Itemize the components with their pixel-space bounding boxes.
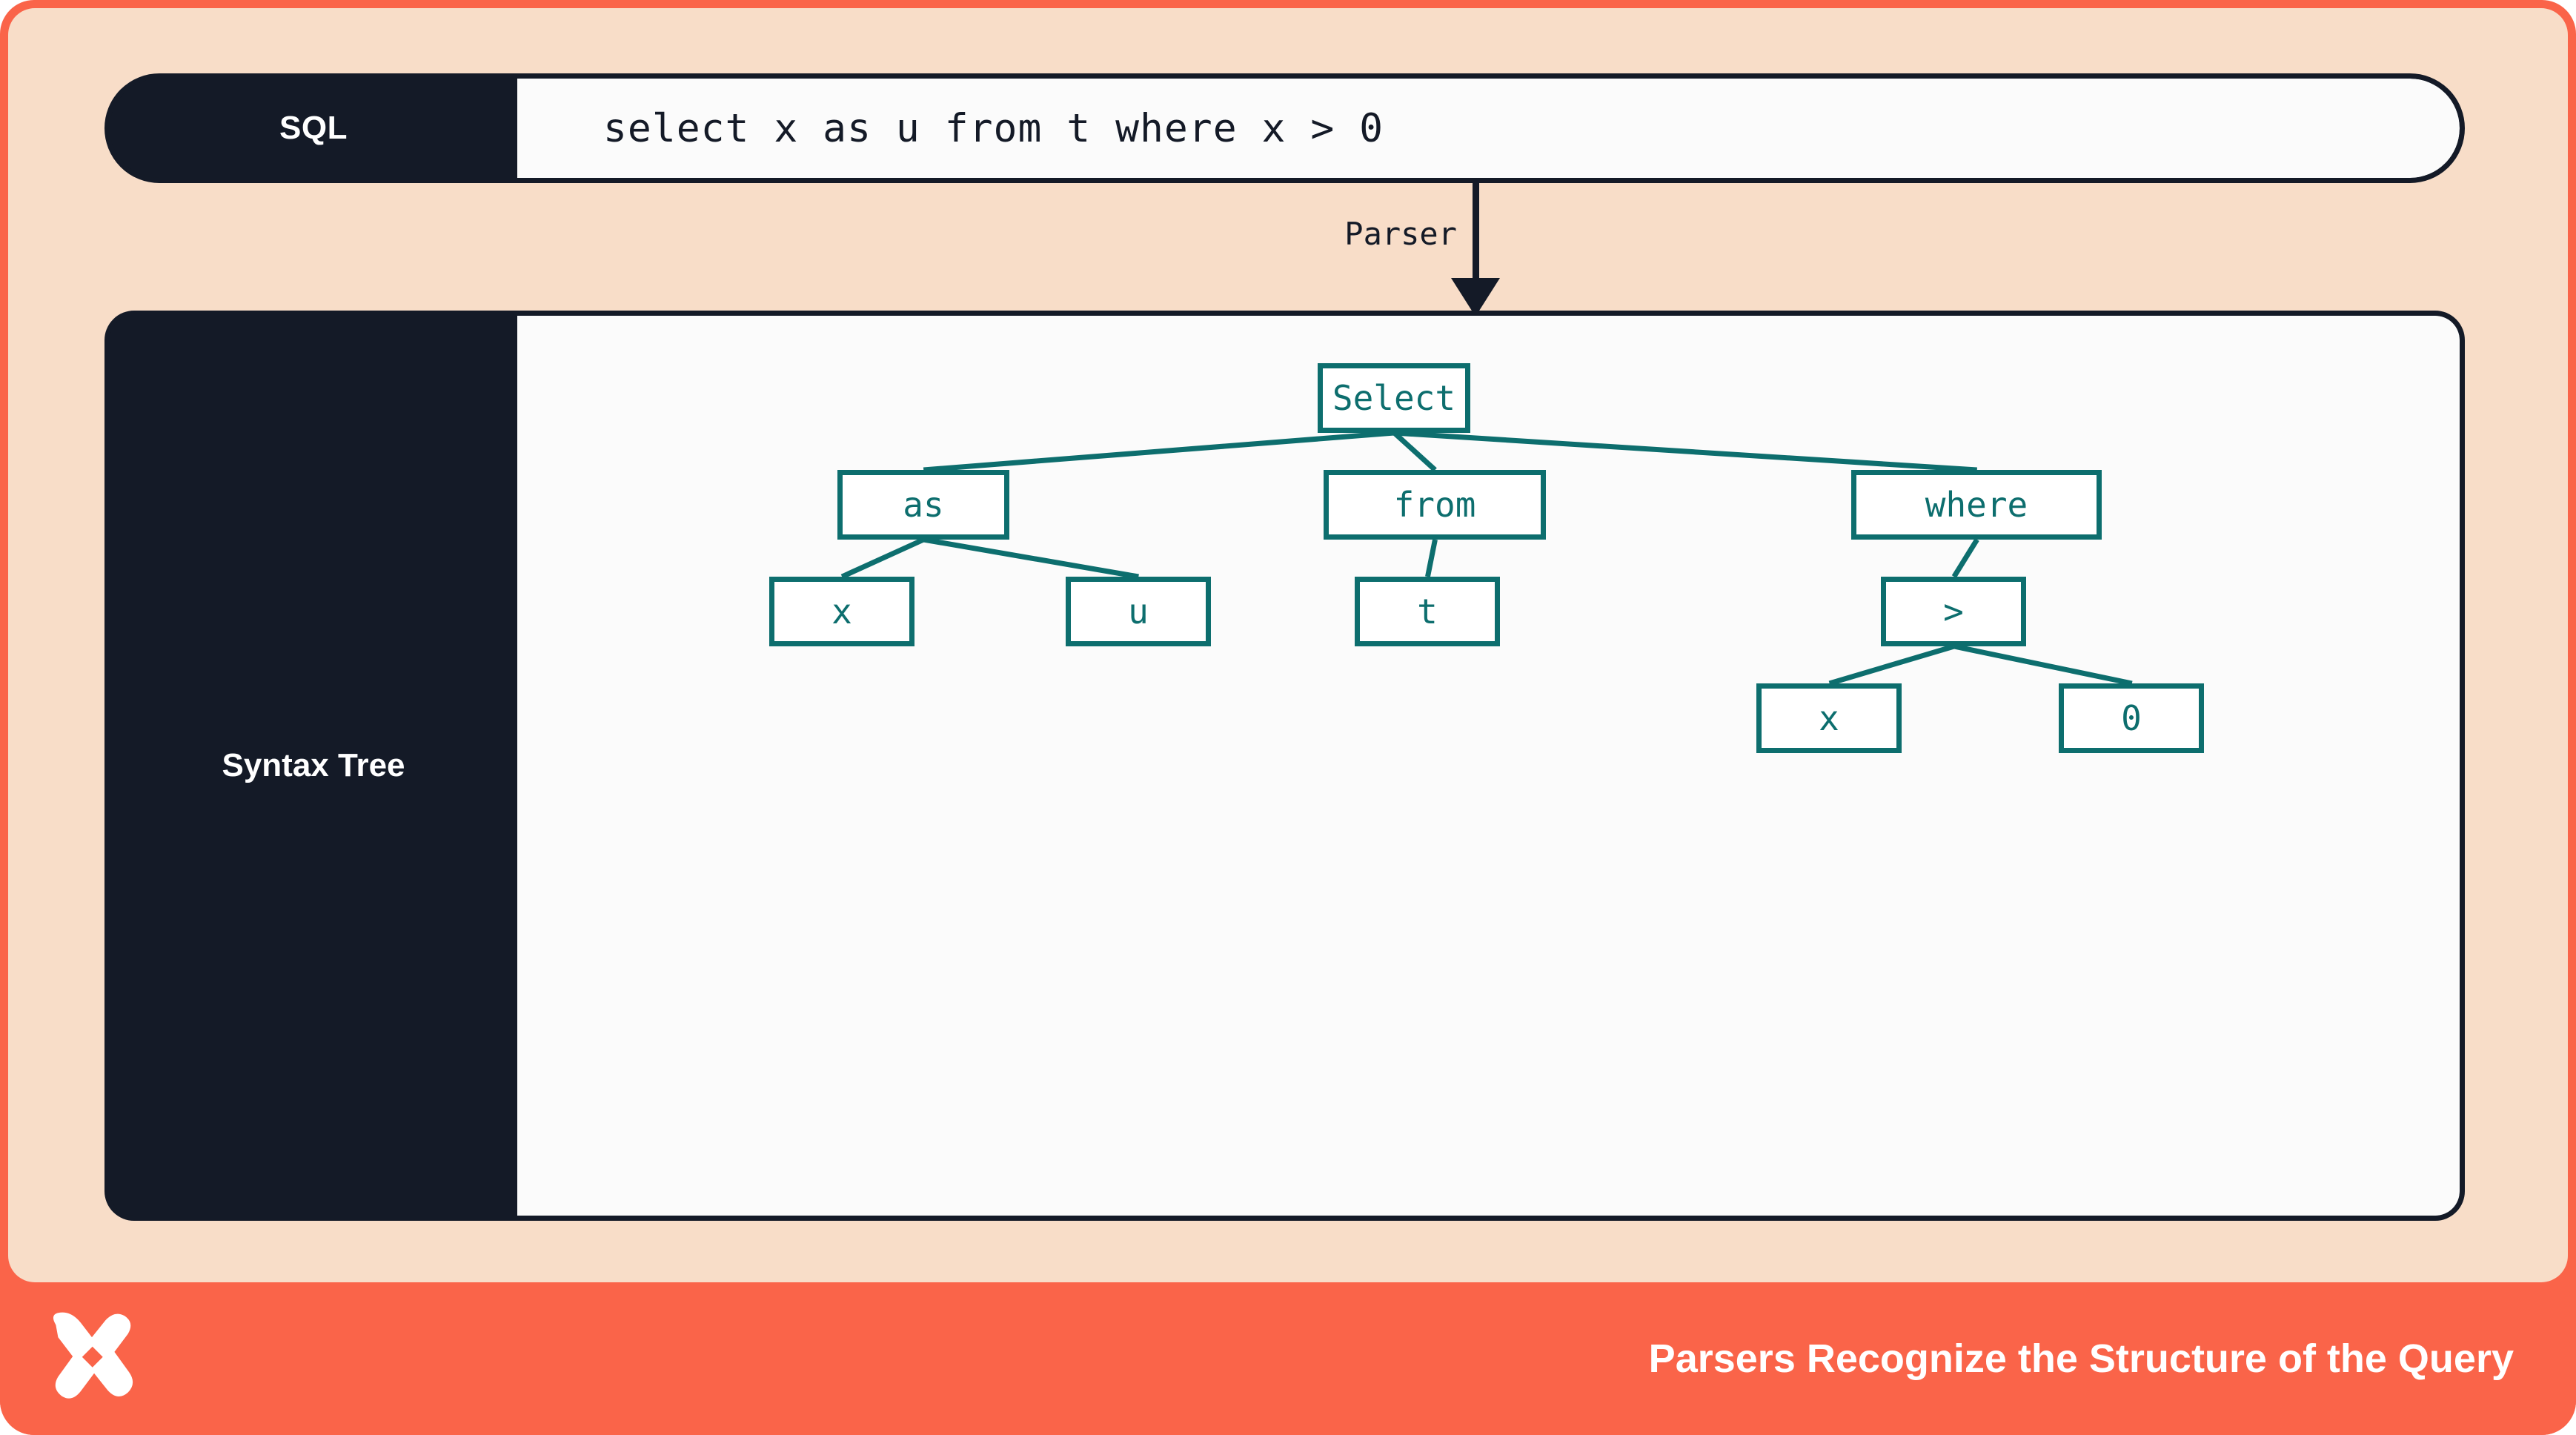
sql-row-label: SQL (279, 110, 348, 146)
tree-node-label: u (1128, 591, 1149, 632)
tree-node-label: as (903, 485, 944, 525)
tree-edge-from-from_t (1425, 539, 1438, 577)
tree-node-gt[interactable]: > (1881, 577, 2026, 646)
tree-node-label: from (1393, 485, 1476, 525)
syntax-tree-canvas: Select as from where x u t > x 0 (517, 316, 2460, 1216)
tree-edge-as-as_u (923, 537, 1139, 580)
tree-node-where[interactable]: where (1851, 470, 2102, 540)
footer-bar: Parsers Recognize the Structure of the Q… (0, 1282, 2576, 1435)
tree-edge-gt-gt_x (1828, 643, 1955, 686)
syntax-tree-label: Syntax Tree (222, 747, 405, 783)
tree-node-as[interactable]: as (837, 470, 1009, 540)
tree-node-as_x[interactable]: x (769, 577, 914, 646)
tree-node-gt_x[interactable]: x (1756, 683, 1902, 753)
tree-edge-gt-gt_0 (1953, 643, 2133, 686)
tree-node-label: 0 (2121, 698, 2142, 738)
arrow-down-icon (1451, 278, 1500, 317)
tree-edge-as-as_x (840, 537, 925, 580)
sql-input-row: SQL select x as u from t where x > 0 (104, 73, 2465, 183)
parser-transform: Parser (1298, 183, 1594, 317)
footer-caption: Parsers Recognize the Structure of the Q… (1648, 1336, 2514, 1381)
sql-query-text[interactable]: select x as u from t where x > 0 (517, 79, 2460, 178)
tree-node-label: > (1943, 591, 1964, 632)
tree-edge-select-from (1392, 431, 1437, 472)
x-mark-logo-icon (53, 1312, 133, 1399)
content-stage: SQL select x as u from t where x > 0 Par… (8, 8, 2568, 1282)
tree-edge-select-where (1394, 430, 1977, 473)
tree-node-label: where (1925, 485, 2028, 525)
tree-node-from[interactable]: from (1324, 470, 1546, 540)
tree-node-from_t[interactable]: t (1355, 577, 1500, 646)
arrow-shaft-icon (1473, 183, 1479, 290)
tree-node-as_u[interactable]: u (1066, 577, 1211, 646)
tree-edge-select-as (923, 430, 1395, 473)
tree-edge-where-gt (1951, 538, 1979, 578)
tree-node-label: t (1417, 591, 1438, 632)
tree-edge-layer (840, 430, 2133, 686)
syntax-tree-panel: Syntax Tree Select as from where x u t > x 0 (104, 311, 2465, 1221)
tree-node-select[interactable]: Select (1318, 363, 1470, 433)
tree-node-label: x (1819, 698, 1839, 738)
parser-label: Parser (1344, 216, 1457, 252)
tree-node-label: Select (1332, 378, 1456, 418)
tree-node-gt_0[interactable]: 0 (2059, 683, 2204, 753)
tree-node-label: x (831, 591, 852, 632)
